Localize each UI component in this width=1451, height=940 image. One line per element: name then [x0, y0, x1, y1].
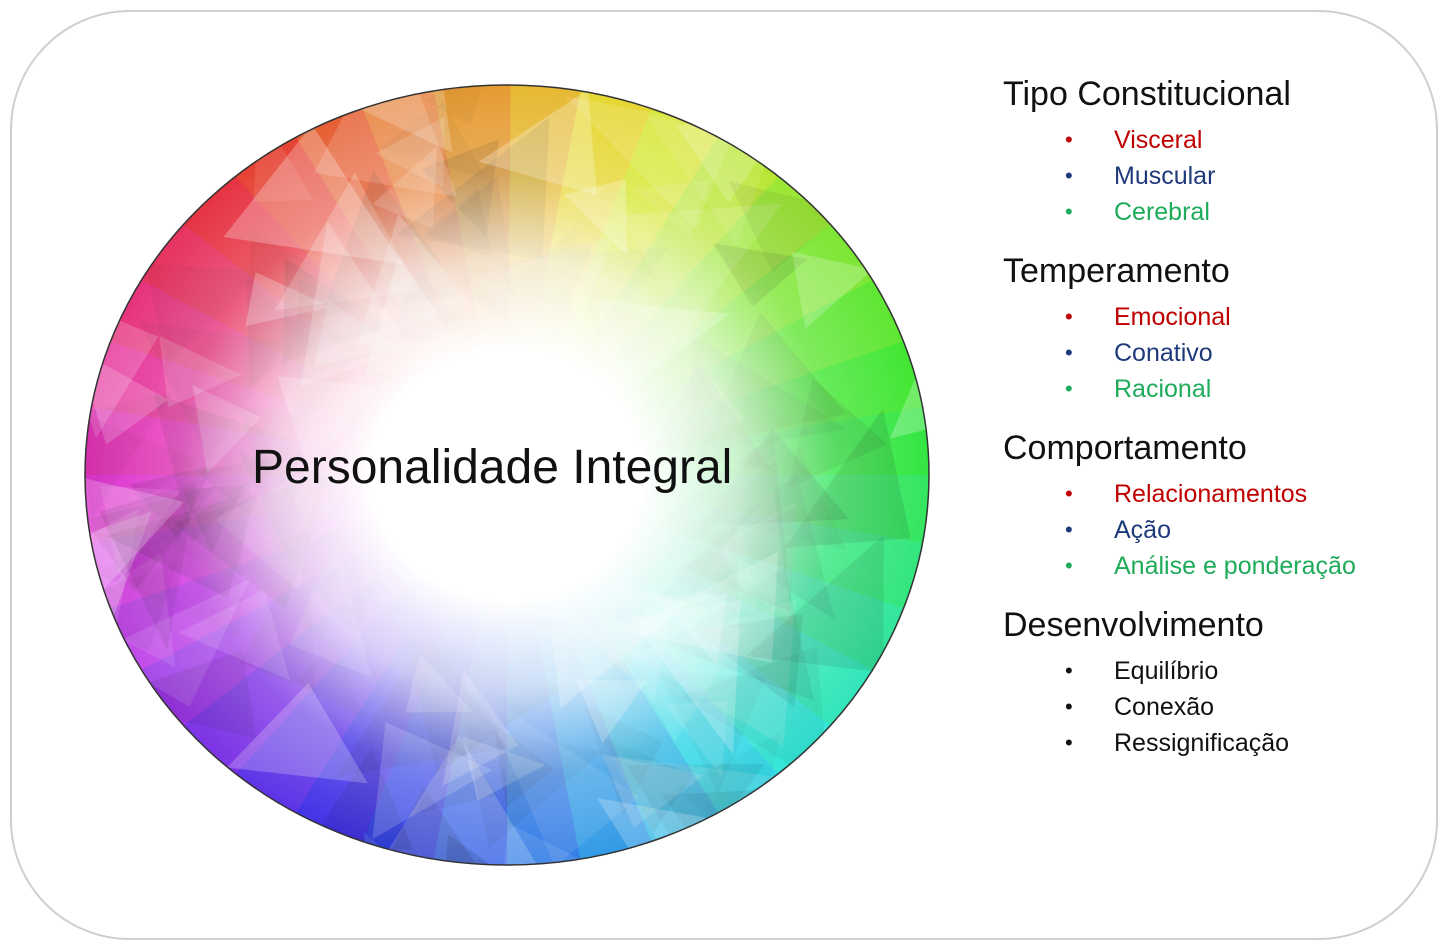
list-item: • Análise e ponderação — [1003, 548, 1423, 584]
list-item: • Ressignificação — [1003, 725, 1423, 761]
list-item: • Visceral — [1003, 122, 1423, 158]
item-label: Emocional — [1114, 303, 1231, 331]
item-label: Análise e ponderação — [1114, 552, 1356, 580]
section-temperamento: Temperamento • Emocional • Conativo • Racio… — [1003, 251, 1423, 407]
section-title: Desenvolvimento — [1003, 606, 1264, 644]
section-list: • Visceral • Muscular • Cerebral — [1003, 122, 1423, 230]
bullet-icon: • — [1065, 199, 1073, 224]
section-list: • Emocional • Conativo • Racional — [1003, 299, 1423, 407]
list-item: • Equilíbrio — [1003, 653, 1423, 689]
bullet-icon: • — [1065, 694, 1073, 719]
list-item: • Emocional — [1003, 299, 1423, 335]
list-item: • Relacionamentos — [1003, 476, 1423, 512]
bullet-icon: • — [1065, 481, 1073, 506]
center-title: Personalidade Integral — [252, 441, 733, 494]
list-item: • Conexão — [1003, 689, 1423, 725]
item-label: Cerebral — [1114, 198, 1210, 226]
section-desenvolvimento: Desenvolvimento • Equilíbrio • Conexão • Re… — [1003, 605, 1423, 761]
item-label: Conativo — [1114, 339, 1213, 367]
list-item: • Cerebral — [1003, 194, 1423, 230]
attribute-panel: Tipo Constitucional • Visceral • Muscular … — [1003, 74, 1423, 782]
item-label: Relacionamentos — [1114, 480, 1308, 508]
section-title: Temperamento — [1003, 252, 1230, 290]
bullet-icon: • — [1065, 340, 1073, 365]
section-comportamento: Comportamento • Relacionamentos • Ação • An… — [1003, 428, 1423, 584]
bullet-icon: • — [1065, 127, 1073, 152]
color-wheel — [84, 84, 930, 866]
bullet-icon: • — [1065, 517, 1073, 542]
bullet-icon: • — [1065, 730, 1073, 755]
list-item: • Conativo — [1003, 335, 1423, 371]
list-item: • Ação — [1003, 512, 1423, 548]
item-label: Equilíbrio — [1114, 657, 1219, 685]
item-label: Conexão — [1114, 693, 1215, 721]
bullet-icon: • — [1065, 553, 1073, 578]
bullet-icon: • — [1065, 163, 1073, 188]
section-list: • Equilíbrio • Conexão • Ressignificação — [1003, 653, 1423, 761]
list-item: • Racional — [1003, 371, 1423, 407]
bullet-icon: • — [1065, 376, 1073, 401]
list-item: • Muscular — [1003, 158, 1423, 194]
item-label: Ação — [1114, 516, 1171, 544]
section-list: • Relacionamentos • Ação • Análise e ponder… — [1003, 476, 1423, 584]
item-label: Ressignificação — [1114, 729, 1290, 757]
bullet-icon: • — [1065, 304, 1073, 329]
section-title: Tipo Constitucional — [1003, 75, 1291, 113]
bullet-icon: • — [1065, 658, 1073, 683]
item-label: Visceral — [1114, 126, 1203, 154]
item-label: Racional — [1114, 375, 1212, 403]
item-label: Muscular — [1114, 162, 1216, 190]
section-title: Comportamento — [1003, 429, 1247, 467]
section-tipo-constitucional: Tipo Constitucional • Visceral • Muscular … — [1003, 74, 1423, 230]
